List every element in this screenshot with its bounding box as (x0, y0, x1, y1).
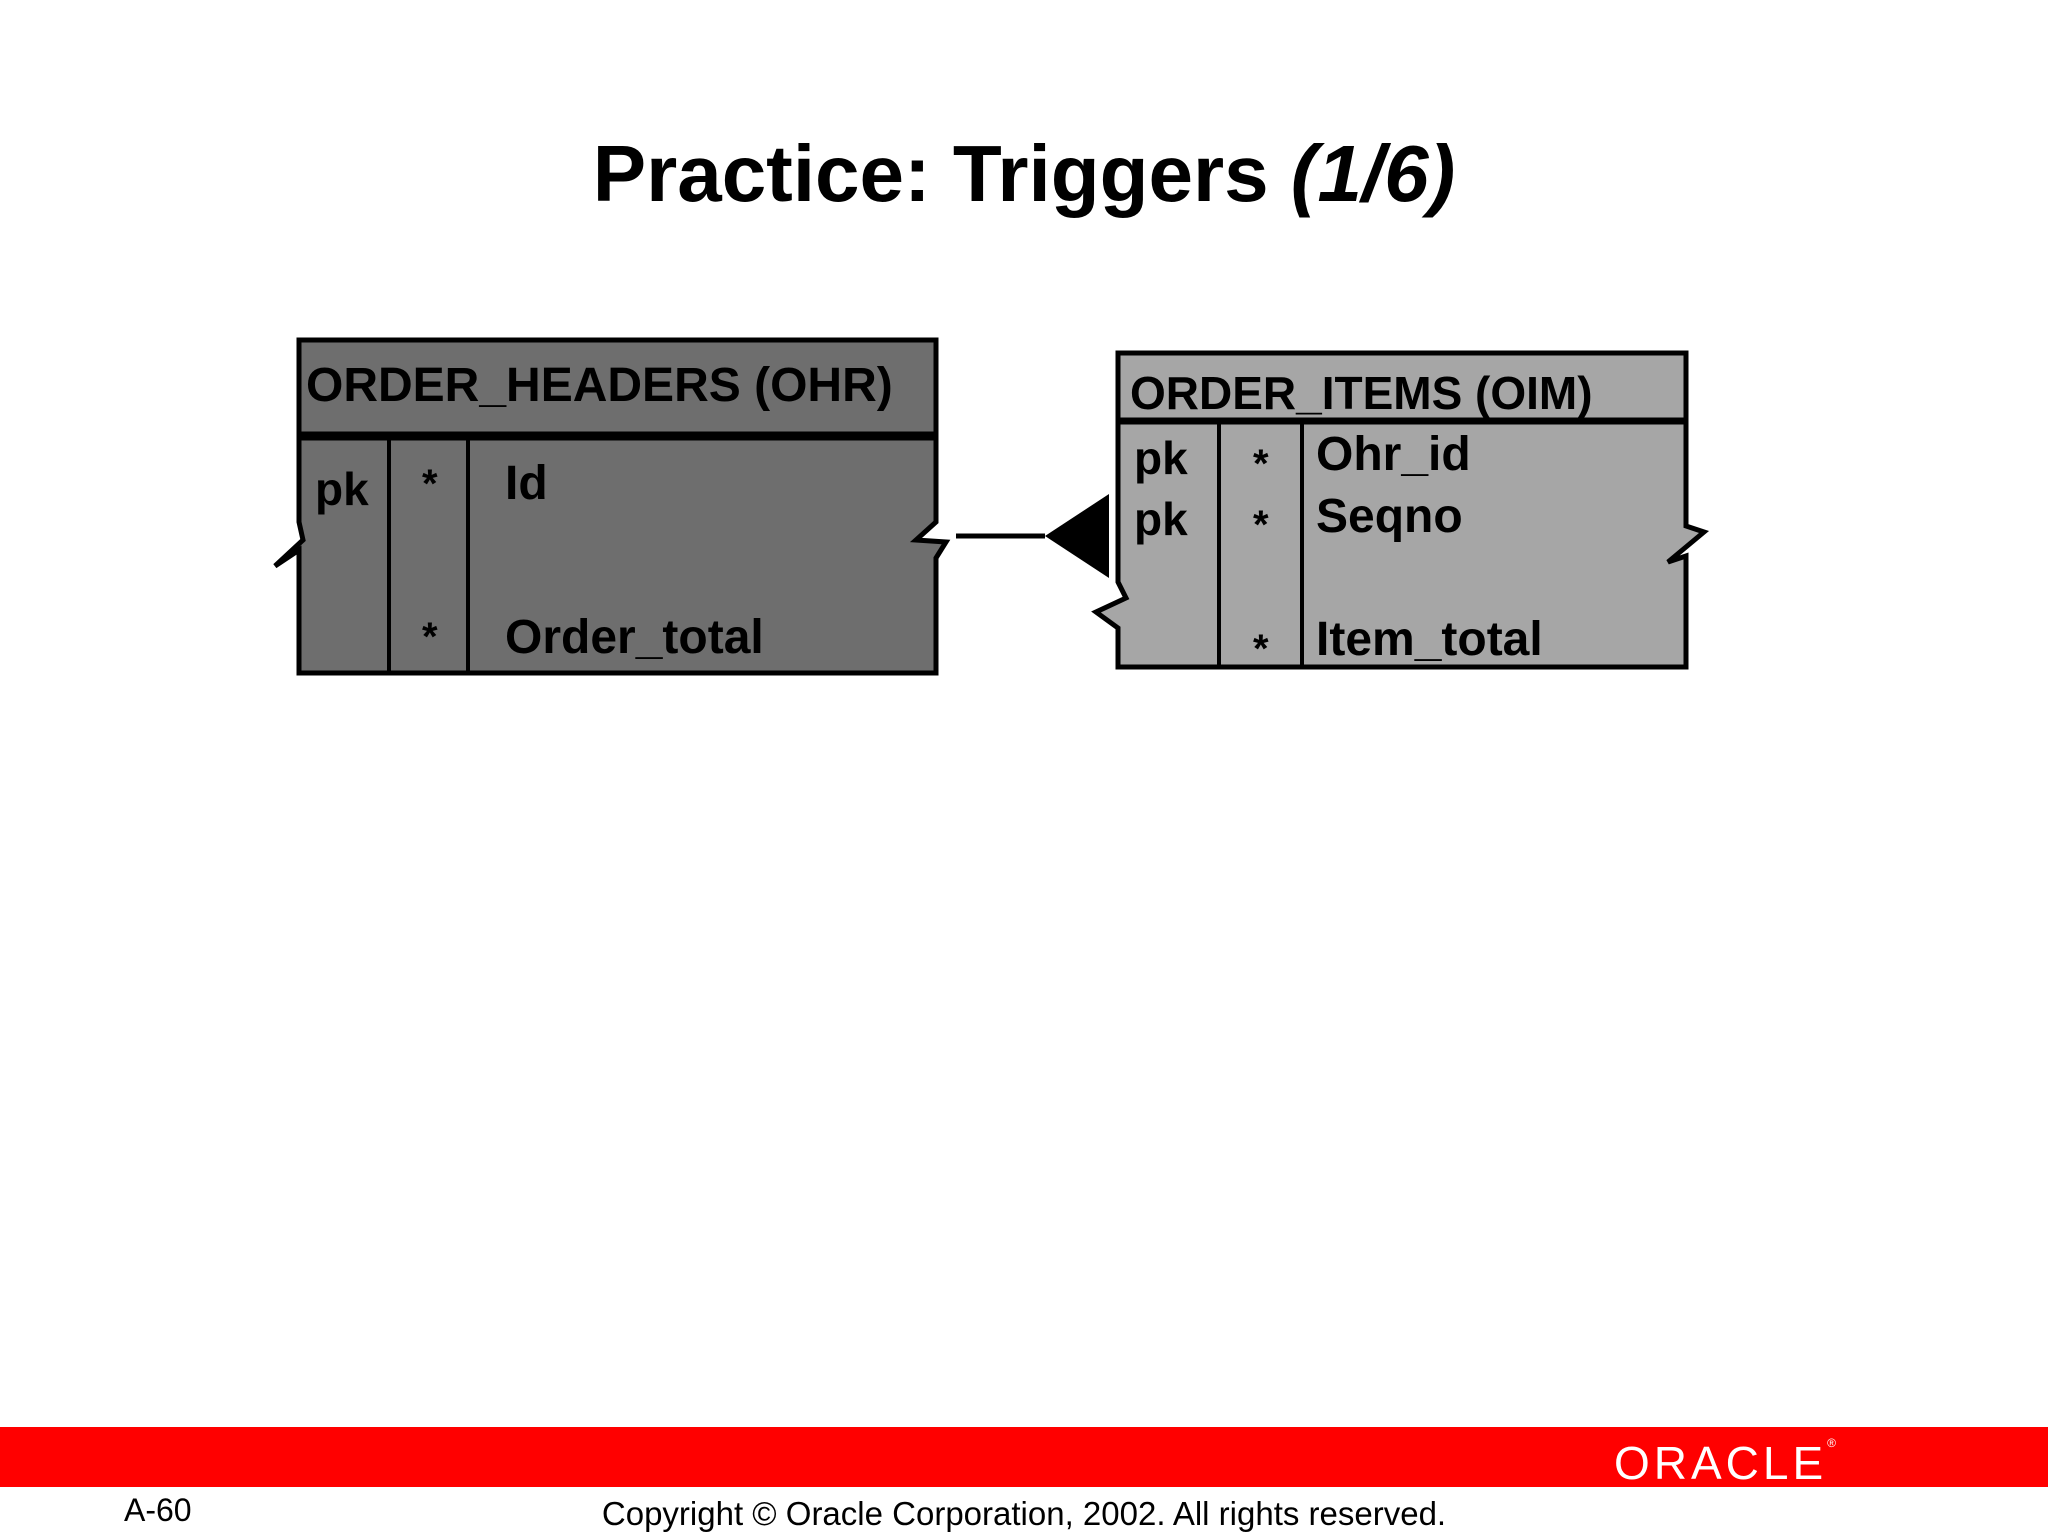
ohr-col1-name: Id (505, 457, 548, 510)
ohr-col1-key: pk (315, 463, 369, 515)
crows-foot-arrow (1045, 494, 1109, 578)
oim-col3-name: Item_total (1316, 613, 1543, 666)
ohr-col2-name: Order_total (505, 611, 764, 664)
oracle-logo: ORACLE® (1614, 1436, 1836, 1490)
order-headers-box (273, 337, 951, 676)
title-text: Practice: Triggers (592, 129, 1269, 218)
title-suffix: (1/6) (1290, 129, 1456, 218)
oracle-logo-text: ORACLE (1613, 1437, 1828, 1489)
registered-mark-icon: ® (1827, 1436, 1836, 1450)
ohr-col2-required: * (422, 615, 438, 659)
copyright-notice: Copyright © Oracle Corporation, 2002. Al… (601, 1495, 1447, 1532)
entity-order-items: ORDER_ITEMS (OIM) pk * Ohr_id pk * Seqno… (1091, 350, 1710, 671)
footer-band (0, 1427, 2048, 1487)
order-items-box (1091, 350, 1710, 670)
oim-col2-name: Seqno (1316, 490, 1463, 543)
oim-col1-name: Ohr_id (1316, 428, 1471, 481)
order-items-title: ORDER_ITEMS (OIM) (1130, 367, 1593, 419)
oim-col3-required: * (1253, 627, 1269, 671)
relationship-connector (956, 494, 1109, 578)
order-headers-title: ORDER_HEADERS (OHR) (306, 359, 893, 412)
slide-number: A-60 (124, 1492, 192, 1528)
oim-col1-required: * (1253, 442, 1269, 486)
er-diagram: ORDER_HEADERS (OHR) pk * Id * Order_tota… (273, 337, 1710, 676)
slide-title: Practice: Triggers (1/6) (0, 128, 2048, 220)
entity-order-headers: ORDER_HEADERS (OHR) pk * Id * Order_tota… (273, 337, 951, 676)
ohr-col1-required: * (422, 462, 438, 506)
oim-col2-key: pk (1134, 493, 1188, 545)
oim-col2-required: * (1253, 503, 1269, 547)
oim-col1-key: pk (1134, 432, 1188, 484)
